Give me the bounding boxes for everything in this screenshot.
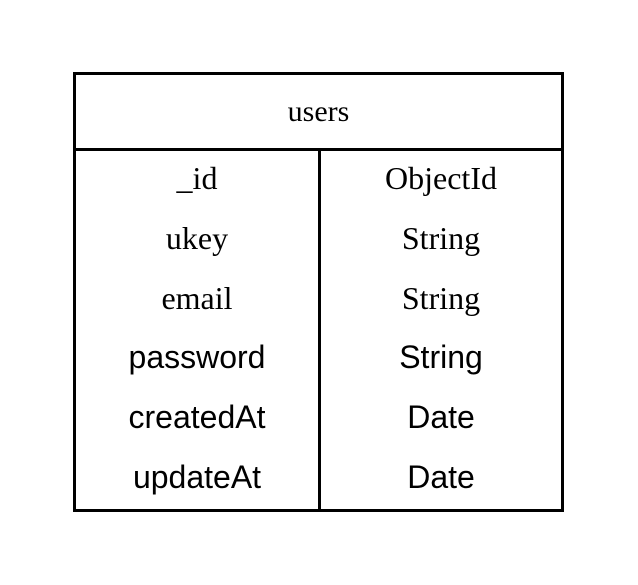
- field-row: createdAt Date: [76, 387, 561, 447]
- field-name: createdAt: [128, 398, 266, 435]
- field-row: email String: [76, 268, 561, 328]
- field-type: ObjectId: [385, 159, 497, 196]
- field-name: updateAt: [132, 458, 262, 495]
- field-row: password String: [76, 327, 561, 387]
- column-divider: [318, 151, 321, 509]
- entity-title: users: [76, 75, 561, 151]
- field-name: email: [161, 279, 233, 316]
- field-name: ukey: [165, 219, 229, 256]
- entity-users: users _id ObjectId ukey String email Str…: [73, 72, 564, 512]
- field-name: password: [128, 338, 266, 375]
- field-type: String: [401, 219, 481, 256]
- field-type: String: [399, 338, 483, 375]
- field-row: _id ObjectId: [76, 148, 561, 208]
- field-row: updateAt Date: [76, 447, 561, 507]
- field-name: _id: [176, 159, 218, 196]
- field-type: Date: [407, 398, 475, 435]
- field-type: String: [401, 279, 481, 316]
- field-type: Date: [407, 458, 475, 495]
- field-row: ukey String: [76, 208, 561, 268]
